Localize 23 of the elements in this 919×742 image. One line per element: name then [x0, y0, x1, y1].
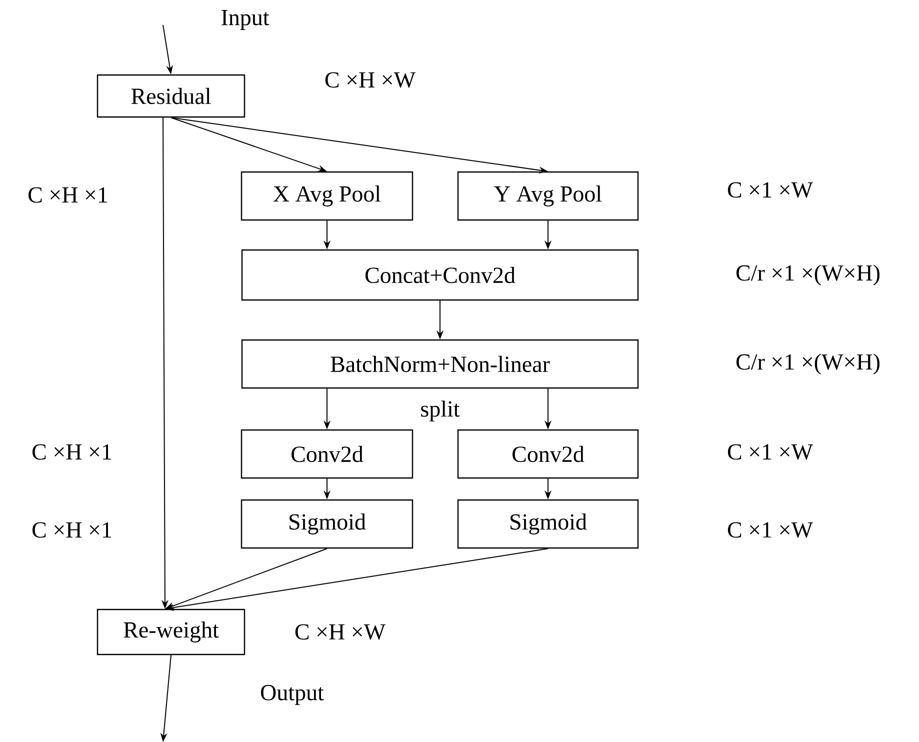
dimension-label: C ×1 ×W — [728, 522, 813, 538]
dimension-label: C/r ×1 ×(W×H) — [736, 354, 880, 374]
process-box: Re-weight — [96, 608, 246, 656]
process-box: Concat+Conv2d — [241, 249, 639, 301]
process-box: Y Avg Pool — [457, 171, 639, 221]
process-box: Residual — [96, 74, 246, 118]
dimension-label: Input — [222, 10, 270, 30]
dimension-label: split — [421, 400, 460, 422]
dimension-label: C ×H ×1 — [32, 522, 112, 538]
process-box: X Avg Pool — [240, 171, 414, 221]
process-box: Conv2d — [240, 429, 414, 479]
dimension-label: C ×1 ×W — [728, 444, 813, 460]
dimension-label: C ×H ×1 — [32, 444, 112, 460]
process-box: BatchNorm+Non-linear — [241, 339, 639, 389]
dimension-label: C ×H ×W — [325, 72, 416, 88]
dimension-label: C ×1 ×W — [728, 182, 813, 198]
process-box: Sigmoid — [457, 499, 639, 549]
dimension-label: C ×H ×W — [295, 624, 386, 640]
dimension-label: C ×H ×1 — [28, 187, 108, 203]
process-box: Sigmoid — [240, 499, 414, 549]
process-box: Conv2d — [457, 429, 639, 479]
dimension-label: Output — [261, 684, 324, 706]
dimension-label: C/r ×1 ×(W×H) — [736, 264, 880, 286]
